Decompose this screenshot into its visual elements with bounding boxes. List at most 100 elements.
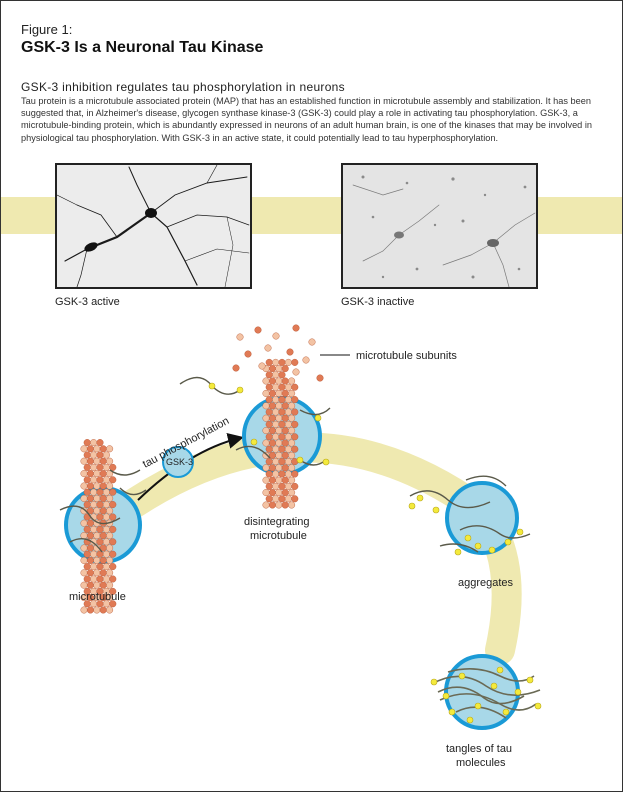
subunit-bead	[83, 550, 91, 558]
figure-title: GSK-3 Is a Neuronal Tau Kinase	[21, 39, 264, 56]
subunit-bead	[109, 587, 117, 595]
subunit-bead	[106, 606, 114, 614]
subunit-bead	[109, 563, 117, 571]
subunit-bead	[272, 408, 280, 416]
subunit-bead	[80, 532, 88, 540]
subunit-bead	[284, 433, 292, 441]
microtubule-stage: microtubule	[59, 439, 147, 614]
subunit-bead	[272, 332, 280, 340]
subunit-bead	[109, 550, 117, 558]
subunit-bead	[268, 402, 276, 410]
subunit-bead	[93, 507, 101, 515]
subunit-bead	[80, 457, 88, 465]
subunit-bead	[232, 364, 240, 372]
subunit-bead	[102, 550, 110, 558]
subunit-bead	[275, 414, 283, 422]
subunit-bead	[83, 488, 91, 496]
subunit-bead	[90, 488, 98, 496]
subunit-bead	[80, 470, 88, 478]
subunit-bead	[106, 470, 114, 478]
disintegrating-stage: microtubule subunits disintegrating micr…	[179, 324, 457, 542]
subunit-bead	[292, 368, 300, 376]
subunit-bead	[265, 458, 273, 466]
subunit-bead	[288, 414, 296, 422]
subunit-bead	[288, 427, 296, 435]
subunit-bead	[93, 581, 101, 589]
free-subunits	[232, 324, 324, 382]
subunit-bead	[278, 383, 286, 391]
subunit-bead	[102, 476, 110, 484]
subunit-bead	[284, 420, 292, 428]
subunit-bead	[106, 482, 114, 490]
subunit-bead	[93, 569, 101, 577]
subunit-bead	[106, 445, 114, 453]
subunit-bead	[268, 501, 276, 509]
subunit-bead	[80, 482, 88, 490]
subunit-bead	[109, 513, 117, 521]
subunit-bead	[302, 356, 310, 364]
subunit-bead	[275, 402, 283, 410]
subunit-bead	[106, 594, 114, 602]
subunit-bead	[83, 525, 91, 533]
subunit-bead	[96, 575, 104, 583]
subunit-bead	[278, 495, 286, 503]
subunit-bead	[278, 358, 286, 366]
subunit-bead	[265, 396, 273, 404]
subunit-bead	[281, 414, 289, 422]
subunit-bead	[96, 488, 104, 496]
subunit-bead	[265, 383, 273, 391]
subunit-bead	[281, 489, 289, 497]
subunit-bead	[291, 433, 299, 441]
subunit-bead	[281, 389, 289, 397]
subunit-bead	[90, 451, 98, 459]
subunit-bead	[275, 464, 283, 472]
tangles-stage: tangles of tau molecules	[430, 654, 542, 769]
subunit-bead	[284, 458, 292, 466]
subunit-bead	[262, 427, 270, 435]
subunit-bead	[265, 420, 273, 428]
subunit-bead	[268, 365, 276, 373]
subunit-bead	[86, 457, 94, 465]
subunit-bead	[275, 427, 283, 435]
subunit-bead	[83, 463, 91, 471]
subunit-bead	[254, 326, 262, 334]
subunit-bead	[278, 482, 286, 490]
subunit-bead	[236, 333, 244, 341]
subunit-bead	[275, 501, 283, 509]
subunit-bead	[272, 433, 280, 441]
subunit-bead	[96, 513, 104, 521]
subunit-bead	[272, 458, 280, 466]
subunit-bead	[80, 581, 88, 589]
section-description: Tau protein is a microtubule associated …	[21, 96, 592, 143]
subunit-bead	[291, 383, 299, 391]
subunit-bead	[272, 371, 280, 379]
subunit-bead	[272, 482, 280, 490]
subunit-bead	[275, 489, 283, 497]
subunit-bead	[262, 377, 270, 385]
subunit-bead	[288, 439, 296, 447]
subunit-bead	[80, 494, 88, 502]
subunit-bead	[96, 476, 104, 484]
subunit-bead	[96, 538, 104, 546]
subunit-bead	[268, 414, 276, 422]
subunit-bead	[99, 569, 107, 577]
subunit-bead	[265, 408, 273, 416]
subunit-bead	[291, 470, 299, 478]
aggregates-circle	[445, 481, 519, 555]
subunit-bead	[83, 451, 91, 459]
subunit-bead	[102, 575, 110, 583]
subunit-bead	[275, 439, 283, 447]
subunit-bead	[96, 439, 104, 447]
subunit-bead	[262, 464, 270, 472]
subunit-bead	[93, 457, 101, 465]
subunit-bead	[93, 556, 101, 564]
subunit-bead	[109, 538, 117, 546]
subunit-bead	[90, 563, 98, 571]
subunit-bead	[86, 470, 94, 478]
subunit-bead	[93, 482, 101, 490]
subunit-bead	[109, 463, 117, 471]
subunit-bead	[288, 489, 296, 497]
subunit-bead	[284, 470, 292, 478]
subunit-bead	[83, 575, 91, 583]
